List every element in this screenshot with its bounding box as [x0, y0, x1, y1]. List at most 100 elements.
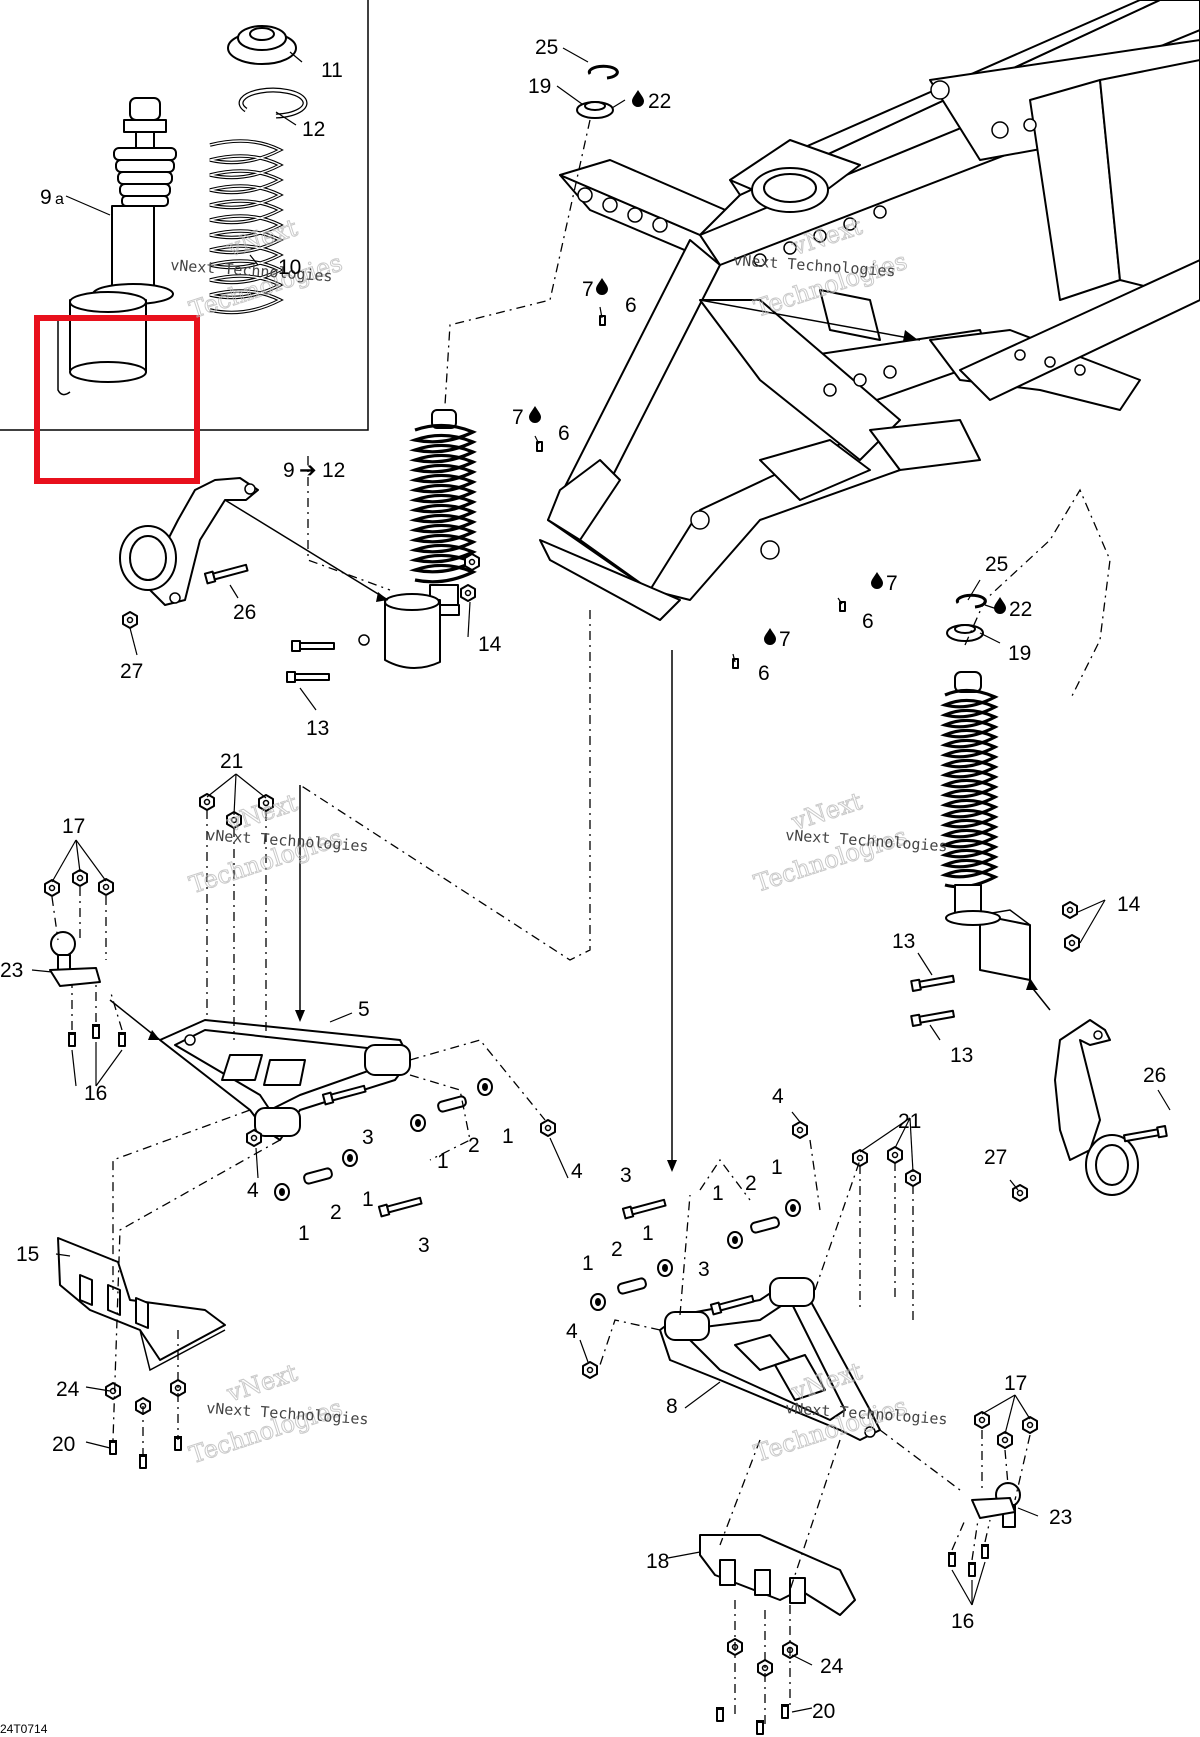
ball-joint-23-left	[49, 931, 101, 987]
callout-1-f: 1	[771, 1156, 783, 1179]
callout-4-c: 4	[772, 1085, 784, 1108]
inset-frame	[0, 0, 369, 431]
callout-12: 12	[302, 118, 325, 141]
callout-3-b: 3	[418, 1234, 430, 1257]
coil-spring-10	[209, 139, 284, 315]
callout-27-right: 27	[984, 1146, 1007, 1169]
hardware	[44, 315, 1168, 1735]
oil-drop-icon	[871, 572, 883, 589]
callout-13-left: 13	[306, 717, 329, 740]
callout-labels: 11 12 9 a 10 9 ➔ 12 25 19 22 7 6 7 6 7 6…	[0, 36, 1166, 1723]
skid-plate-18	[699, 1534, 856, 1616]
callout-4-b: 4	[247, 1179, 259, 1202]
callout-15: 15	[16, 1243, 39, 1266]
callout-3-c: 3	[620, 1164, 632, 1187]
callout-25-top: 25	[535, 36, 558, 59]
callout-21-right: 21	[898, 1110, 921, 1133]
callout-1-h: 1	[642, 1222, 654, 1245]
assembly-lines	[51, 119, 1111, 1728]
skid-plate-15	[57, 1237, 226, 1372]
spring-seat-19-right	[946, 624, 984, 642]
callout-17-right: 17	[1004, 1372, 1027, 1395]
callout-13-right-a: 13	[892, 930, 915, 953]
callout-1-e: 1	[712, 1182, 724, 1205]
callout-7-b: 7	[512, 406, 524, 429]
callout-24-left: 24	[56, 1378, 80, 1401]
steering-knuckle-left	[119, 477, 259, 606]
oil-drop-icon	[529, 406, 541, 423]
callout-14-right: 14	[1117, 893, 1141, 916]
oil-drop-icon	[994, 597, 1006, 614]
oil-drop-icon	[764, 628, 776, 645]
callout-18: 18	[646, 1550, 669, 1573]
callout-23-right: 23	[1049, 1506, 1072, 1529]
callout-1-c: 1	[362, 1188, 374, 1211]
shock-absorber-left	[358, 409, 477, 669]
callout-20-right: 20	[812, 1700, 835, 1723]
spring-seat-19-top	[576, 101, 614, 119]
callout-27-left: 27	[120, 660, 143, 683]
callout-9a-sub: a	[55, 191, 64, 208]
callout-1-g: 1	[582, 1252, 594, 1275]
callout-20-left: 20	[52, 1433, 75, 1456]
callout-5: 5	[358, 998, 370, 1021]
steering-knuckle-right	[1054, 1019, 1139, 1196]
callout-6-d: 6	[758, 662, 770, 685]
highlight-box	[34, 315, 200, 484]
callout-16-right: 16	[951, 1610, 974, 1633]
callout-7-c: 7	[886, 572, 898, 595]
callout-17-left: 17	[62, 815, 85, 838]
callout-22-top: 22	[648, 90, 671, 113]
callout-6-b: 6	[558, 422, 570, 445]
callout-9a: 9	[40, 186, 52, 209]
callout-2-a: 2	[468, 1134, 480, 1157]
vehicle-frame	[539, 0, 1200, 621]
callout-22-right: 22	[1009, 598, 1032, 621]
leader-lines	[31, 47, 1171, 1713]
callout-9-range-start: 9	[283, 459, 295, 482]
upper-a-arm-5	[159, 1019, 411, 1141]
callout-16-left: 16	[84, 1082, 107, 1105]
callout-26-left: 26	[233, 601, 256, 624]
lower-a-arm-8	[659, 1277, 881, 1441]
callout-13-right-b: 13	[950, 1044, 973, 1067]
callout-2-d: 2	[611, 1238, 623, 1261]
callout-25-right: 25	[985, 553, 1008, 576]
callout-14-left: 14	[478, 633, 502, 656]
clip-25-right	[955, 593, 987, 609]
callout-9-range-end: 12	[322, 459, 345, 482]
callout-6-c: 6	[862, 610, 874, 633]
callout-26-right: 26	[1143, 1064, 1166, 1087]
callout-10: 10	[278, 256, 301, 279]
callout-4-a: 4	[571, 1160, 583, 1183]
callout-19-right: 19	[1008, 642, 1031, 665]
arrow-right-icon: ➔	[299, 459, 317, 482]
callout-11: 11	[321, 59, 343, 82]
clip-25-top	[587, 64, 619, 80]
callout-3-a: 3	[362, 1126, 374, 1149]
callout-2-c: 2	[745, 1172, 757, 1195]
callout-7-a: 7	[582, 278, 594, 301]
callout-1-a: 1	[502, 1125, 514, 1148]
callout-8: 8	[666, 1395, 678, 1418]
callout-1-d: 1	[298, 1222, 310, 1245]
callout-6-a: 6	[625, 294, 637, 317]
oil-drop-icon	[596, 278, 608, 295]
callout-7-d: 7	[779, 628, 791, 651]
callout-24-right: 24	[820, 1655, 844, 1678]
callout-3-d: 3	[698, 1258, 710, 1281]
callout-4-d: 4	[566, 1320, 578, 1343]
spring-seat-11	[227, 25, 297, 65]
callout-19-top: 19	[528, 75, 551, 98]
callout-21-left: 21	[220, 750, 243, 773]
callout-2-b: 2	[330, 1201, 342, 1224]
diagram-code: 24T0714	[0, 1722, 48, 1736]
callout-23-left: 23	[0, 959, 23, 982]
ball-joint-23-right	[971, 1482, 1021, 1528]
shock-absorber-right	[940, 671, 1031, 981]
shock-absorber-9a	[57, 97, 177, 396]
retainer-clip-12	[238, 87, 308, 119]
oil-drop-icon	[632, 90, 644, 107]
callout-1-b: 1	[437, 1150, 449, 1173]
